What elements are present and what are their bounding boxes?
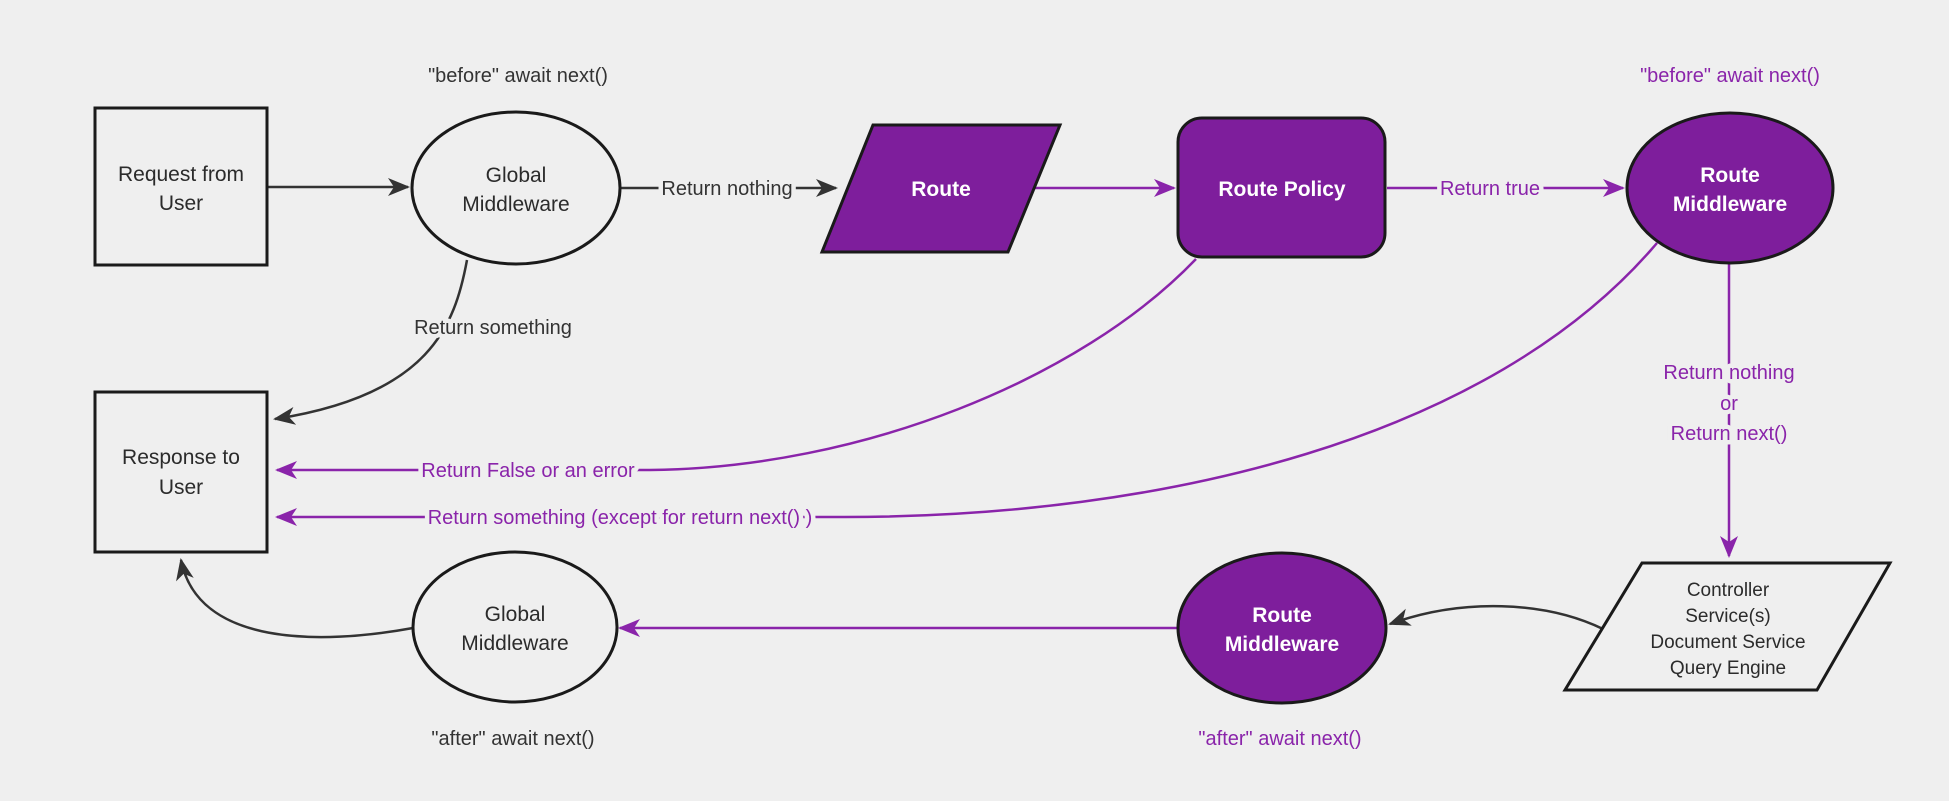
- controller-text-line4: Query Engine: [1670, 658, 1786, 679]
- edge-controller-to-route-middleware-after: [1388, 604, 1604, 631]
- node-global-middleware-after: Global Middleware: [411, 550, 619, 704]
- node-global-middleware-before: Global Middleware: [410, 110, 622, 266]
- edge-route-policy-return-false: [275, 258, 1197, 479]
- route-middleware-after-ellipse: [1176, 551, 1388, 705]
- label-after-await-next-global: "after" await next(): [431, 728, 594, 750]
- global-middleware-before-text-line2: Middleware: [462, 193, 569, 216]
- node-controller-services: Controller Service(s) Document Service Q…: [1562, 561, 1893, 692]
- label-return-something-except: Return something (except for return next…: [428, 507, 813, 529]
- label-return-true: Return true: [1440, 178, 1540, 200]
- label-return-nothing-or-next: Return nothing or Return next(): [1659, 358, 1799, 450]
- route-policy-text: Route Policy: [1218, 178, 1346, 201]
- route-middleware-after-text-line2: Middleware: [1225, 633, 1339, 656]
- svg-text:Return next(): Return next(): [1671, 423, 1788, 445]
- route-middleware-before-ellipse: [1625, 111, 1835, 265]
- node-route-policy: Route Policy: [1176, 116, 1387, 259]
- request-from-user-text-line1: Request from: [118, 163, 244, 186]
- node-request-from-user: Request from User: [93, 106, 269, 267]
- label-return-something: Return something: [414, 317, 572, 339]
- edge-global-middleware-return-something: [273, 259, 469, 425]
- request-from-user-text-line2: User: [159, 192, 203, 215]
- node-route-middleware-after: Route Middleware: [1176, 551, 1388, 705]
- global-middleware-before-text-line1: Global: [486, 164, 547, 187]
- controller-services-parallelogram: [1562, 561, 1893, 692]
- node-route-middleware-before: Route Middleware: [1625, 111, 1835, 265]
- controller-text-line2: Service(s): [1685, 606, 1771, 627]
- route-middleware-before-text-line1: Route: [1700, 164, 1760, 187]
- route-middleware-after-text-line1: Route: [1252, 604, 1312, 627]
- response-to-user-text-line1: Response to: [122, 446, 240, 469]
- route-parallelogram: [819, 123, 1063, 254]
- edge-global-middleware-after-to-response: [176, 558, 414, 639]
- label-return-nothing: Return nothing: [661, 178, 792, 200]
- label-after-await-next-route: "after" await next(): [1198, 728, 1361, 750]
- label-before-await-next-route: "before" await next(): [1640, 65, 1820, 87]
- global-middleware-before-ellipse: [410, 110, 622, 266]
- node-route: Route: [819, 123, 1063, 254]
- node-response-to-user: Response to User: [93, 390, 269, 554]
- global-middleware-after-text-line2: Middleware: [461, 632, 568, 655]
- label-return-false-or-error: Return False or an error: [421, 460, 635, 482]
- controller-text-line3: Document Service: [1650, 632, 1805, 653]
- request-from-user-box: [93, 106, 269, 267]
- svg-text:Return nothing: Return nothing: [1663, 362, 1794, 384]
- global-middleware-after-ellipse: [411, 550, 619, 704]
- label-before-await-next-global: "before" await next(): [428, 65, 608, 87]
- controller-text-line1: Controller: [1687, 580, 1770, 601]
- route-policy-box: [1176, 116, 1387, 259]
- response-to-user-text-line2: User: [159, 476, 203, 499]
- route-text: Route: [911, 178, 971, 201]
- route-middleware-before-text-line2: Middleware: [1673, 193, 1787, 216]
- svg-text:or: or: [1720, 393, 1738, 415]
- edge-route-middleware-return-something-except: [275, 242, 1658, 526]
- response-to-user-box: [93, 390, 269, 554]
- global-middleware-after-text-line1: Global: [485, 603, 546, 626]
